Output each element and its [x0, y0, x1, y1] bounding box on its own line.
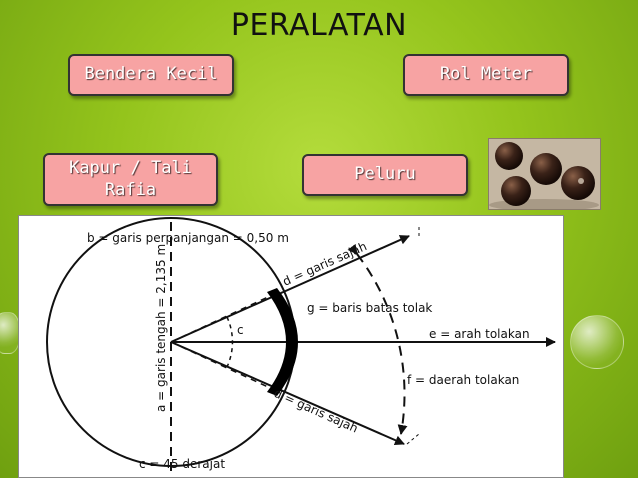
label-d-top: d = garis sajah — [281, 239, 369, 289]
item-rol-meter-label: Rol Meter — [439, 64, 533, 85]
label-a: a = garis tengah = 2,135 m — [154, 244, 168, 412]
item-bendera-kecil: Bendera Kecil — [68, 54, 234, 96]
label-d-bottom: d = garis sajah — [272, 386, 360, 436]
angle-arc — [226, 316, 234, 368]
label-c-small: c — [237, 323, 244, 337]
item-peluru-label: Peluru — [354, 164, 416, 185]
item-peluru: Peluru — [302, 154, 468, 196]
label-g: g = baris batas tolak — [307, 301, 432, 315]
label-f: f = daerah tolakan — [407, 373, 519, 387]
item-kapur-tali-rafia-label: Kapur / Tali Rafia — [69, 158, 192, 200]
page-title: PERALATAN — [230, 8, 408, 43]
landing-area-arc — [347, 243, 408, 435]
item-bendera-kecil-label: Bendera Kecil — [84, 64, 218, 85]
decor-bubble-right — [570, 315, 624, 369]
decor-bubble-left — [0, 312, 20, 354]
label-b: b = garis perpanjangan = 0,50 m — [87, 231, 289, 245]
shot-put-field-diagram: b = garis perpanjangan = 0,50 m d = gari… — [18, 215, 564, 478]
shot-put-balls-photo — [488, 138, 601, 211]
item-rol-meter: Rol Meter — [403, 54, 569, 96]
item-kapur-tali-rafia: Kapur / Tali Rafia — [43, 153, 218, 206]
label-e: e = arah tolakan — [429, 327, 530, 341]
label-c: c = 45 derajat — [139, 457, 225, 471]
stop-board — [267, 288, 298, 396]
